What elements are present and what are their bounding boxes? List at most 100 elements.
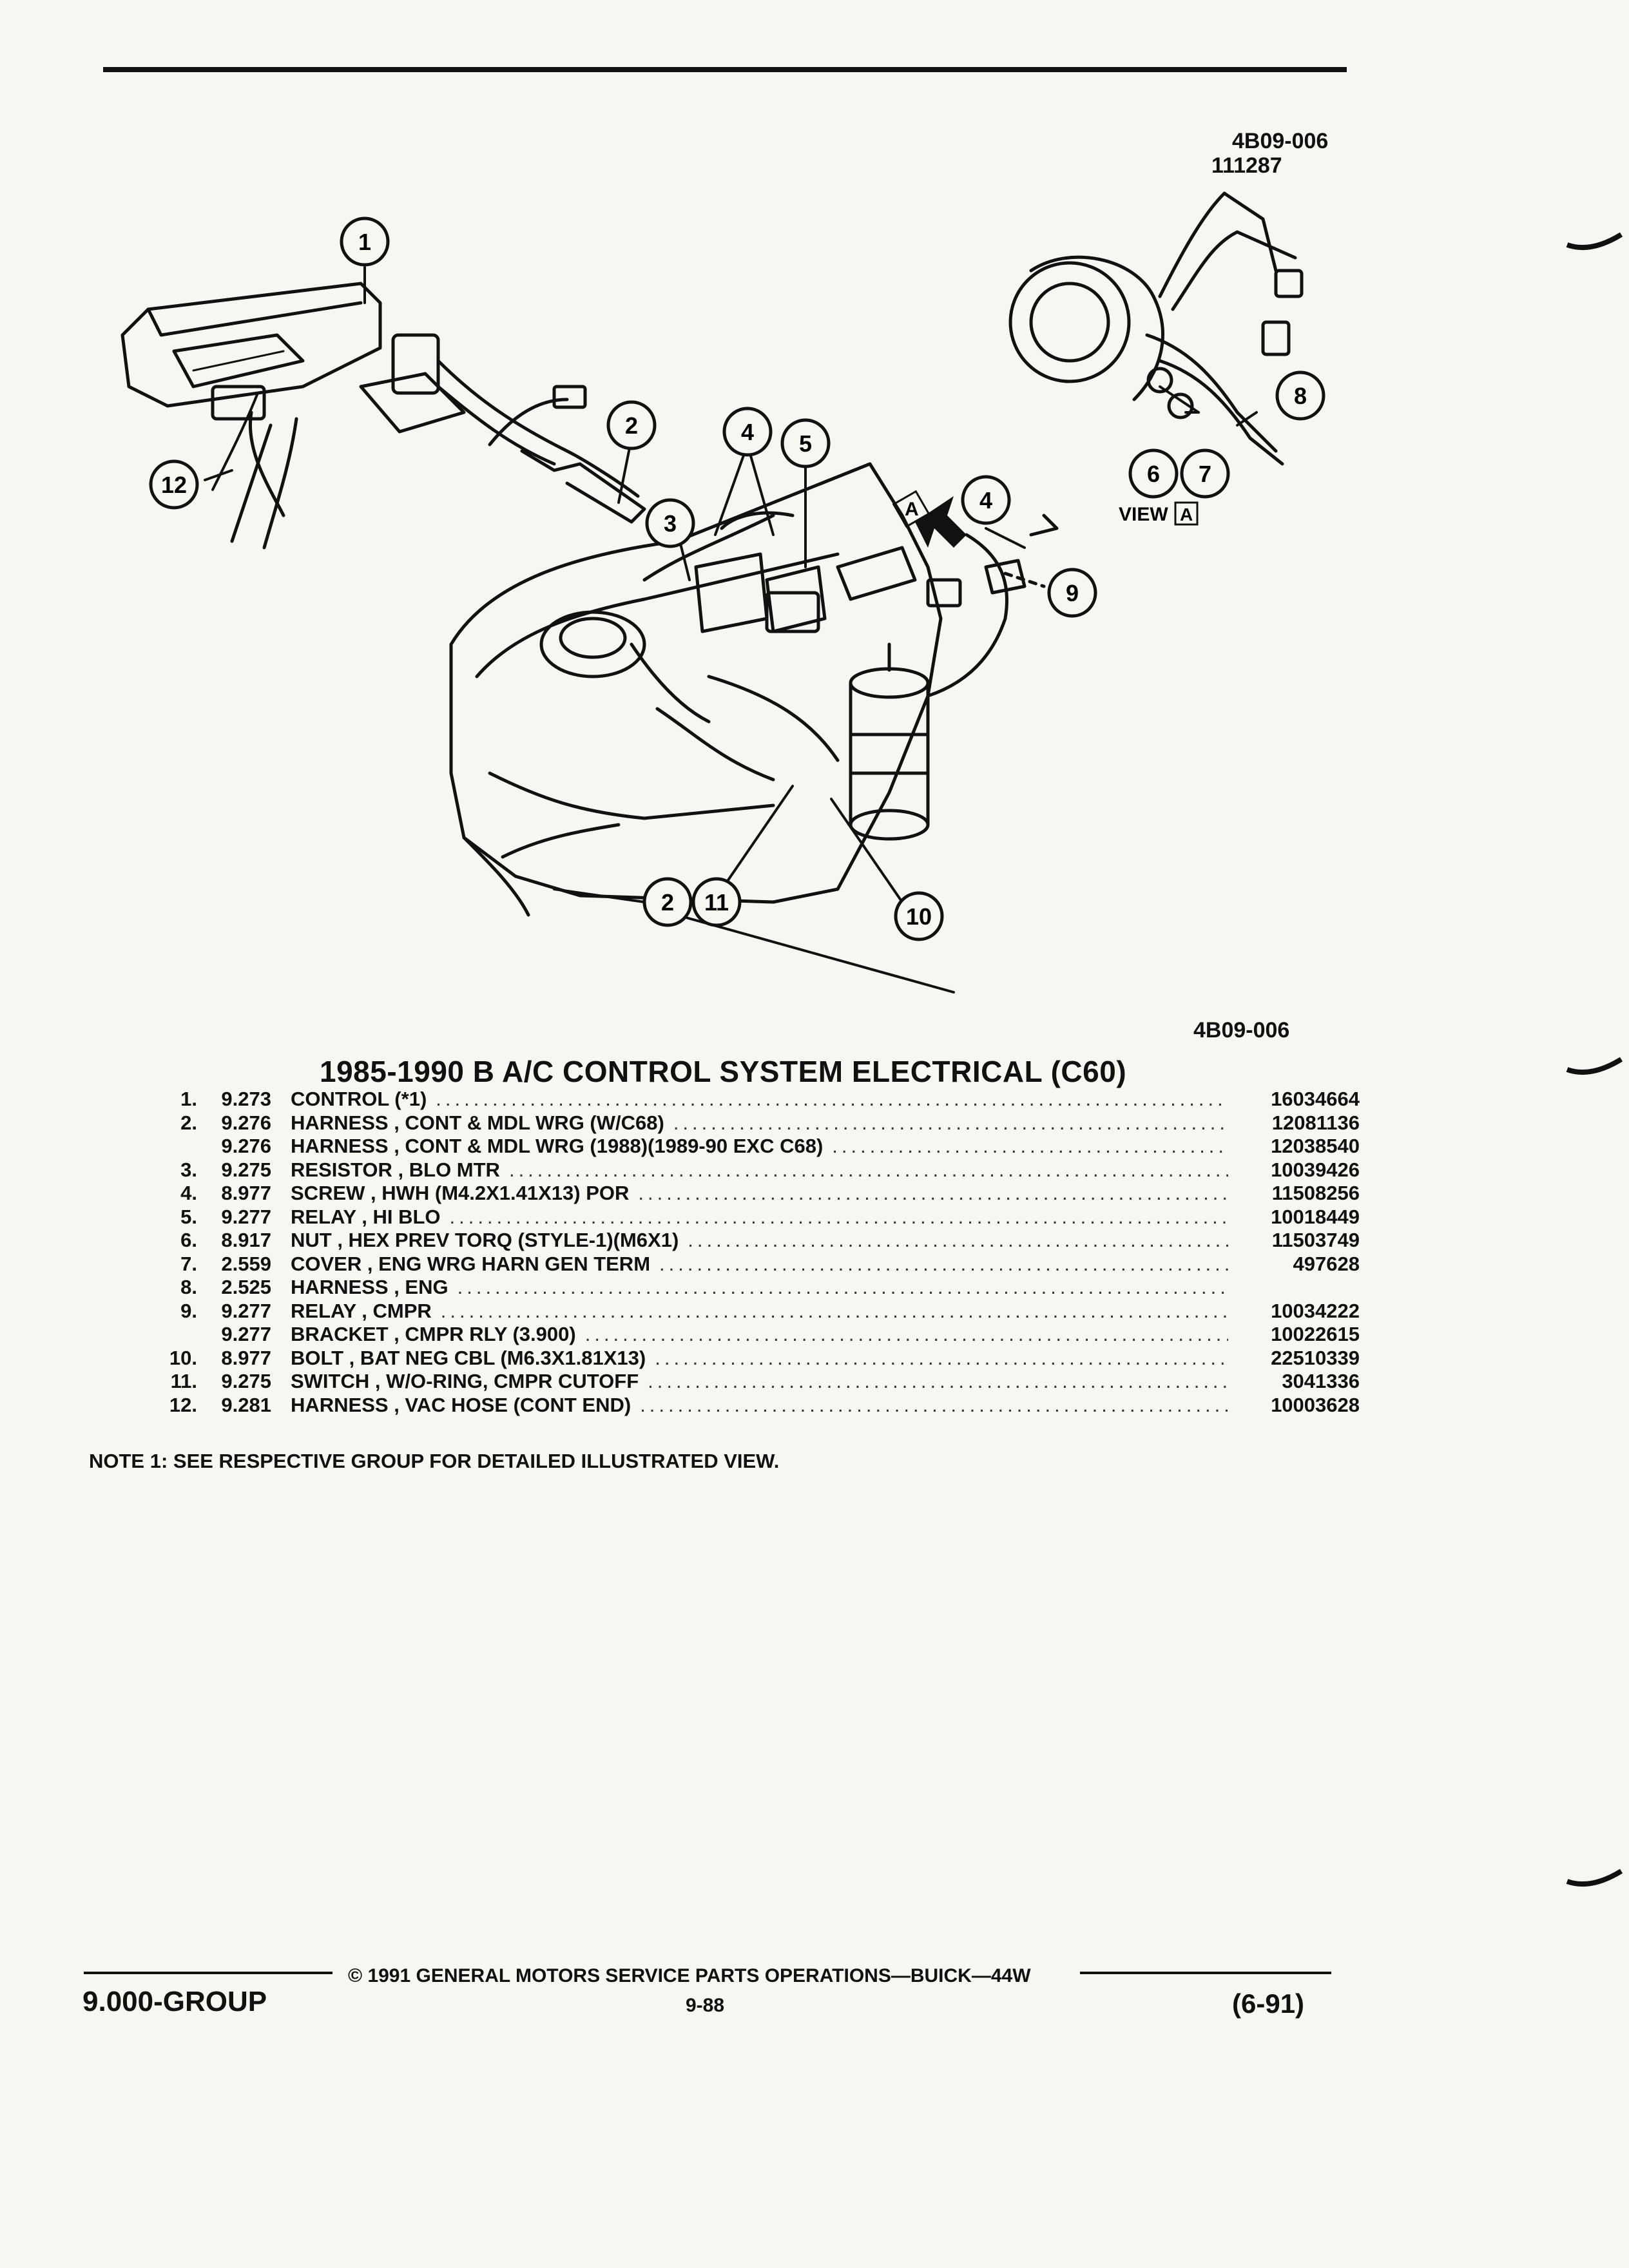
callout-group: 1 2 2 3 4 4 5 6 7 8 9 10 11 12: [149, 216, 1325, 941]
part-number: 3041336: [1282, 1370, 1360, 1392]
leader-dots: [585, 1323, 1228, 1347]
item-number: 9.: [180, 1299, 197, 1322]
part-number: 10039426: [1271, 1158, 1360, 1181]
callout-4b: 4: [961, 475, 1011, 525]
part-description: RELAY , HI BLO: [291, 1205, 441, 1228]
group-number: 2.559: [221, 1252, 271, 1275]
part-description: HARNESS , ENG: [291, 1276, 448, 1298]
group-number: 9.277: [221, 1299, 271, 1322]
svg-text:1: 1: [358, 229, 371, 255]
parts-row: 11. 9.275 SWITCH , W/O-RING, CMPR CUTOFF 30…: [161, 1370, 1360, 1394]
part-description: SWITCH , W/O-RING, CMPR CUTOFF: [291, 1370, 639, 1392]
svg-text:9: 9: [1066, 580, 1079, 606]
svg-text:2: 2: [625, 412, 638, 439]
item-number: [161, 1323, 197, 1347]
group-number: 9.277: [221, 1205, 271, 1228]
ac-module-drawing: [449, 462, 943, 917]
group-number: 8.917: [221, 1229, 271, 1251]
callout-2b: 2: [642, 877, 693, 927]
figure-date-code: 111287: [1211, 153, 1282, 178]
svg-text:2: 2: [661, 889, 674, 916]
group-number: 9.276: [221, 1111, 271, 1134]
part-number: [1237, 1276, 1360, 1300]
parts-row: 5. 9.277 RELAY , HI BLO 10018449: [161, 1206, 1360, 1229]
accumulator-drawing: [849, 533, 1008, 841]
part-number: 22510339: [1271, 1346, 1360, 1369]
part-description: BOLT , BAT NEG CBL (M6.3X1.81X13): [291, 1346, 646, 1369]
relay-parts-drawing: [765, 514, 1059, 633]
part-number: 10034222: [1271, 1299, 1360, 1322]
leader-dots: [458, 1276, 1228, 1300]
leader-dots: [436, 1088, 1228, 1111]
svg-text:6: 6: [1147, 461, 1160, 487]
footer-rule-left: [84, 1972, 333, 1974]
figure-id-bottom: 4B09-006: [1193, 1018, 1290, 1043]
group-number: 9.277: [221, 1323, 271, 1345]
part-description: COVER , ENG WRG HARN GEN TERM: [291, 1252, 651, 1275]
part-number: 16034664: [1271, 1088, 1360, 1110]
callout-2a: 2: [606, 400, 657, 450]
svg-text:5: 5: [799, 430, 812, 457]
part-number: 11503749: [1271, 1229, 1360, 1251]
group-number: 9.281: [221, 1393, 271, 1416]
svg-text:A: A: [1180, 505, 1193, 524]
svg-text:4: 4: [979, 487, 992, 514]
callout-10: 10: [894, 891, 944, 941]
leader-dots: [659, 1253, 1228, 1276]
part-number: 10018449: [1271, 1205, 1360, 1228]
group-number: 9.275: [221, 1370, 271, 1392]
callout-5: 5: [780, 418, 831, 468]
part-number: 11508256: [1271, 1182, 1360, 1204]
callout-11: 11: [691, 877, 742, 927]
part-description: HARNESS , CONT & MDL WRG (W/C68): [291, 1111, 664, 1134]
top-rule: [103, 67, 1347, 72]
binder-mark-top: [1566, 232, 1623, 250]
leader-dots: [441, 1300, 1228, 1323]
callout-8: 8: [1275, 370, 1325, 421]
item-number: 4.: [180, 1182, 197, 1204]
callout-6: 6: [1128, 448, 1179, 499]
leader-dots: [688, 1229, 1228, 1253]
group-number: 2.525: [221, 1276, 271, 1298]
view-a-label: VIEW A: [1119, 501, 1199, 526]
leader-dots: [648, 1370, 1228, 1394]
binder-mark-bottom: [1566, 1869, 1623, 1887]
footer-page-number: 9-88: [686, 1995, 725, 2016]
control-head-drawing: [120, 282, 646, 550]
binder-mark-middle: [1566, 1057, 1623, 1075]
parts-row: 6. 8.917 NUT , HEX PREV TORQ (STYLE-1)(M6X…: [161, 1229, 1360, 1253]
callout-9: 9: [1047, 568, 1097, 618]
leader-dots: [638, 1182, 1228, 1206]
item-number: 6.: [180, 1229, 197, 1251]
callout-3: 3: [645, 498, 695, 548]
item-number: 7.: [180, 1252, 197, 1275]
part-description: NUT , HEX PREV TORQ (STYLE-1)(M6X1): [291, 1229, 679, 1251]
item-number: [161, 1135, 197, 1158]
item-number: 11.: [170, 1370, 197, 1392]
svg-text:10: 10: [906, 903, 932, 930]
callout-1: 1: [340, 216, 390, 267]
footer-copyright: © 1991 GENERAL MOTORS SERVICE PARTS OPER…: [348, 1965, 1031, 1986]
footer-revision: (6-91): [1232, 1988, 1305, 2019]
svg-text:3: 3: [664, 510, 677, 537]
part-number: 12081136: [1271, 1111, 1360, 1134]
parts-row: 7. 2.559 COVER , ENG WRG HARN GEN TERM 4976…: [161, 1253, 1360, 1276]
leader-dots: [450, 1206, 1228, 1229]
part-number: 497628: [1293, 1252, 1360, 1275]
footer-rule-right: [1080, 1972, 1331, 1974]
svg-text:8: 8: [1294, 383, 1307, 409]
part-number: 12038540: [1271, 1135, 1360, 1157]
figure-id-top: 4B09-006: [1232, 129, 1329, 153]
footer-group: 9.000-GROUP: [82, 1986, 267, 2017]
group-number: 9.275: [221, 1158, 271, 1181]
leader-dots: [673, 1111, 1228, 1135]
part-description: BRACKET , CMPR RLY (3.900): [291, 1323, 576, 1345]
item-number: 5.: [180, 1205, 197, 1228]
